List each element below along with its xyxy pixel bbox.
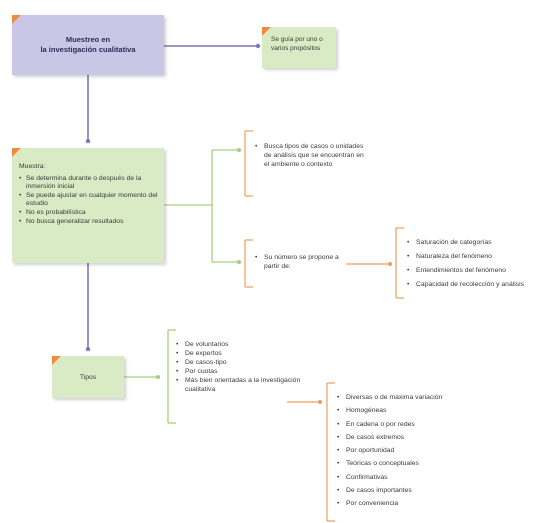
- muestra-title: Muestra:: [19, 163, 46, 170]
- list-item: Capacidad de recolección y análisis: [407, 281, 557, 290]
- tipos-list-block: De voluntarios De expertos De casos-tipo…: [176, 341, 306, 394]
- tipos-label: Tipos: [79, 373, 97, 381]
- list-item: Homogéneas: [337, 407, 497, 416]
- connector-dot: [85, 346, 91, 352]
- list-item: De expertos: [176, 350, 306, 359]
- list-item: Por oportunidad: [337, 447, 497, 456]
- list-item: Se determina durante o después de la inm…: [19, 175, 158, 192]
- list-item: Su número se propone a partir de:: [255, 254, 355, 272]
- root-node: Muestreo en la investigación cualitativa: [12, 15, 164, 75]
- connector-dot: [318, 400, 322, 404]
- connector-dot: [85, 138, 91, 144]
- list-item: De casos extremos: [337, 434, 497, 443]
- list-item: Se puede ajustar en cualquier momento de…: [19, 192, 158, 209]
- corner-accent: [12, 148, 21, 157]
- busca-block: Busca tipos de casos o unidades de análi…: [255, 143, 367, 170]
- corner-accent: [52, 356, 61, 365]
- connector-dot: [237, 148, 241, 152]
- list-item: En cadena o por redes: [337, 421, 497, 430]
- list-item: Diversas o de máxima variación: [337, 394, 497, 403]
- tipos-node: Tipos: [52, 356, 124, 398]
- list-item: No es probabilística: [19, 209, 158, 218]
- list-item: De casos-tipo: [176, 359, 306, 368]
- numero-block: Su número se propone a partir de:: [255, 254, 355, 272]
- muestra-list: Se determina durante o después de la inm…: [19, 175, 158, 227]
- purpose-text: Se guía por uno o varios propósitos: [271, 36, 323, 52]
- list-item: Naturaleza del fenómeno: [407, 253, 557, 262]
- root-title-line1: Muestreo en: [65, 35, 111, 44]
- orientadas-block: Diversas o de máxima variación Homogénea…: [337, 394, 497, 513]
- list-item: No busca generalizar resultados: [19, 218, 158, 227]
- connector-dot: [255, 43, 261, 49]
- list-item: De casos importantes: [337, 487, 497, 496]
- factores-block: Saturación de categorías Naturaleza del …: [407, 239, 557, 295]
- connector-dot: [237, 260, 241, 264]
- list-item: Por conveniencia: [337, 500, 497, 509]
- list-item: Más bien orientadas a la investigación c…: [176, 377, 306, 395]
- corner-accent: [262, 27, 271, 36]
- connector-dot: [388, 262, 392, 266]
- list-item: Confirmativas: [337, 474, 497, 483]
- connector-dot: [156, 375, 160, 379]
- list-item: Saturación de categorías: [407, 239, 557, 248]
- list-item: Teóricas o conceptuales: [337, 460, 497, 469]
- corner-accent: [12, 15, 21, 24]
- purpose-node: Se guía por uno o varios propósitos: [262, 27, 336, 68]
- list-item: De voluntarios: [176, 341, 306, 350]
- muestra-node: Muestra: Se determina durante o después …: [12, 148, 164, 263]
- list-item: Por cuotas: [176, 368, 306, 377]
- root-title-line2: la investigación cualitativa: [40, 45, 136, 54]
- list-item: Busca tipos de casos o unidades de análi…: [255, 143, 367, 170]
- list-item: Entendimientos del fenómeno: [407, 267, 557, 276]
